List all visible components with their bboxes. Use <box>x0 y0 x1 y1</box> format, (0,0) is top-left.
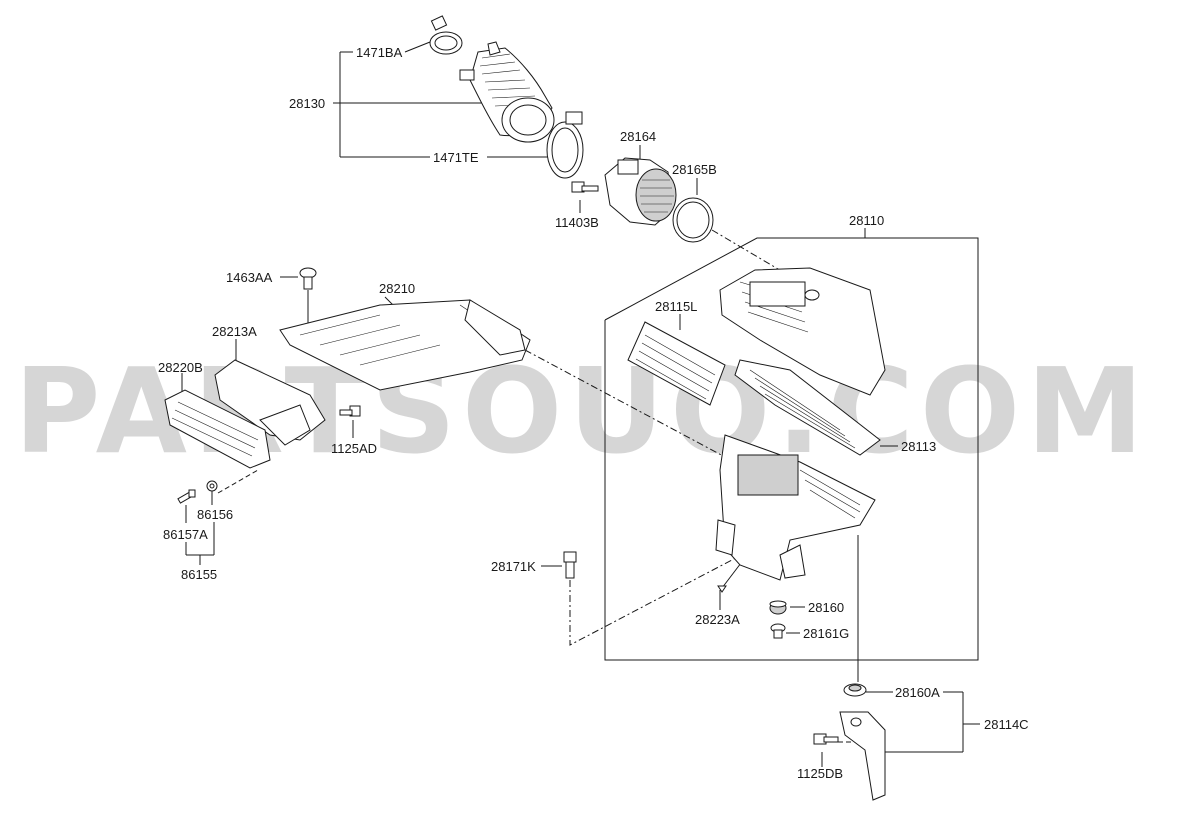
label-1463aa[interactable]: 1463AA <box>226 270 273 285</box>
bolt-28171k <box>563 551 577 579</box>
label-28220b[interactable]: 28220B <box>158 360 203 375</box>
filter-element-28113 <box>734 359 881 456</box>
part-labels: 1471BA 28130 1471TE 28164 28165B 11403B … <box>158 45 1029 781</box>
label-28223a[interactable]: 28223A <box>695 612 740 627</box>
screw-86157a <box>177 489 196 504</box>
label-28114c[interactable]: 28114C <box>984 717 1029 732</box>
label-28115l[interactable]: 28115L <box>655 299 697 314</box>
label-86156[interactable]: 86156 <box>197 507 233 522</box>
label-28113[interactable]: 28113 <box>901 439 936 454</box>
bolt-28161g <box>770 623 786 639</box>
label-28160a[interactable]: 28160A <box>895 685 940 700</box>
bracket-28114c <box>839 711 886 801</box>
side-panel-28115l <box>627 321 726 406</box>
intake-hose-28130 <box>459 41 555 143</box>
label-1471te[interactable]: 1471TE <box>433 150 479 165</box>
air-guide-28220b <box>164 389 271 469</box>
air-cleaner-lower-case <box>715 434 876 581</box>
label-28213a[interactable]: 28213A <box>212 324 257 339</box>
label-1125db[interactable]: 1125DB <box>797 766 843 781</box>
bolt-1125ad <box>339 405 361 417</box>
label-1125ad[interactable]: 1125AD <box>331 441 377 456</box>
label-28171k[interactable]: 28171K <box>491 559 536 574</box>
label-28161g[interactable]: 28161G <box>803 626 849 641</box>
hose-clamp-1471te <box>546 111 584 179</box>
label-28130[interactable]: 28130 <box>289 96 325 111</box>
label-28110[interactable]: 28110 <box>849 213 884 228</box>
grommet-28160a <box>843 683 867 697</box>
resonator-28213a <box>214 359 326 446</box>
label-28210[interactable]: 28210 <box>379 281 415 296</box>
label-28164[interactable]: 28164 <box>620 129 656 144</box>
insulator-28160 <box>769 600 787 615</box>
label-28165b[interactable]: 28165B <box>672 162 717 177</box>
hose-clamp-1471ba <box>429 15 463 55</box>
nut-86156 <box>206 480 218 492</box>
label-28160[interactable]: 28160 <box>808 600 844 615</box>
clip-1463aa <box>299 267 317 290</box>
label-11403b[interactable]: 11403B <box>555 215 599 230</box>
label-86155[interactable]: 86155 <box>181 567 217 582</box>
label-1471ba[interactable]: 1471BA <box>356 45 403 60</box>
seal-ring-28165b <box>672 197 714 243</box>
air-cleaner-upper-cover <box>719 267 886 396</box>
bolt-11403b <box>571 181 599 193</box>
label-86157a[interactable]: 86157A <box>163 527 208 542</box>
air-flow-sensor-28164 <box>604 157 677 226</box>
clip-28223a <box>717 585 727 593</box>
bolt-1125db <box>813 733 839 745</box>
air-duct-28210 <box>279 299 531 391</box>
